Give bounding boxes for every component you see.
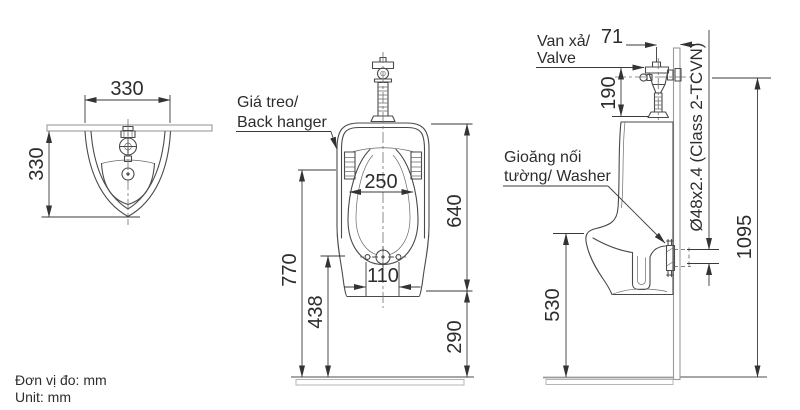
dim-label-top-depth: 330	[26, 147, 48, 180]
back-hanger-label-vi: Giá treo/	[237, 94, 299, 111]
dim-valve-height: 190	[598, 67, 649, 117]
flush-valve-side-view	[615, 58, 692, 120]
washer-label-en: tường/ Washer	[504, 168, 612, 185]
front-view: Giá treo/ Back hanger 250 640 290 770 43…	[236, 52, 474, 386]
washer-label-vi: Gioăng nối	[504, 149, 581, 166]
washer-callout: Gioăng nối tường/ Washer	[503, 149, 666, 244]
valve-label-vi: Van xả/	[537, 33, 591, 50]
unit-note-en: Unit: mm	[15, 389, 71, 405]
top-view: 330 330	[26, 78, 213, 225]
wall-section-side-view	[672, 47, 681, 381]
back-hanger-callout: Giá treo/ Back hanger	[236, 94, 337, 149]
dim-inlet-height: 1095	[712, 77, 771, 378]
back-hanger-bracket-right	[410, 151, 423, 180]
dim-valve-offset: 71	[601, 26, 697, 62]
dim-top-depth: 330	[26, 131, 140, 218]
valve-label-en: Valve	[537, 50, 576, 67]
dim-pipe-spec: Ø48x2.4 (Class 2-TCVN)	[687, 30, 719, 286]
dim-label-top-width: 330	[110, 78, 143, 100]
outlet-spud	[665, 244, 676, 272]
dim-label-bowl-width: 250	[364, 171, 397, 193]
dim-label-valve-height: 190	[598, 76, 620, 109]
bolt-hole-left	[364, 254, 371, 260]
dim-label-valve-offset: 71	[601, 26, 623, 48]
dim-label-rim-height: 770	[279, 253, 301, 286]
dim-label-inlet-height: 1095	[734, 215, 756, 260]
dim-label-lip-height: 530	[542, 288, 564, 321]
dim-lip-height: 530	[542, 233, 584, 378]
floor-slab-side	[545, 379, 674, 385]
side-view: Van xả/ Valve 71 190 Gioăng nối tường/ W…	[503, 26, 771, 385]
dim-label-base-height: 290	[444, 320, 466, 353]
dim-label-bolt-spacing: 110	[367, 265, 399, 287]
dim-label-drain-height: 438	[305, 295, 327, 328]
dim-drain-height: 438	[305, 255, 345, 378]
dim-body-height: 640	[426, 123, 473, 292]
urinal-body-side	[585, 121, 674, 296]
unit-note-vi: Đơn vị đo: mm	[15, 372, 107, 388]
pipe-spec-label: Ø48x2.4 (Class 2-TCVN)	[687, 43, 706, 232]
dim-bowl-width: 250	[349, 171, 414, 195]
bolt-hole-right	[395, 254, 402, 260]
back-hanger-label-en: Back hanger	[237, 114, 328, 131]
floor-slab-front	[295, 379, 465, 386]
dim-label-body-height: 640	[444, 194, 466, 227]
dim-top-width: 330	[84, 78, 171, 123]
unit-note: Đơn vị đo: mm Unit: mm	[15, 372, 107, 405]
dim-rim-height: 770	[279, 169, 336, 378]
back-hanger-bracket-left	[343, 151, 356, 180]
dim-base-height: 290	[444, 290, 470, 378]
valve-callout: Van xả/ Valve	[536, 33, 645, 71]
dim-bolt-spacing: 110	[344, 262, 421, 296]
urinal-body-front	[336, 122, 430, 298]
